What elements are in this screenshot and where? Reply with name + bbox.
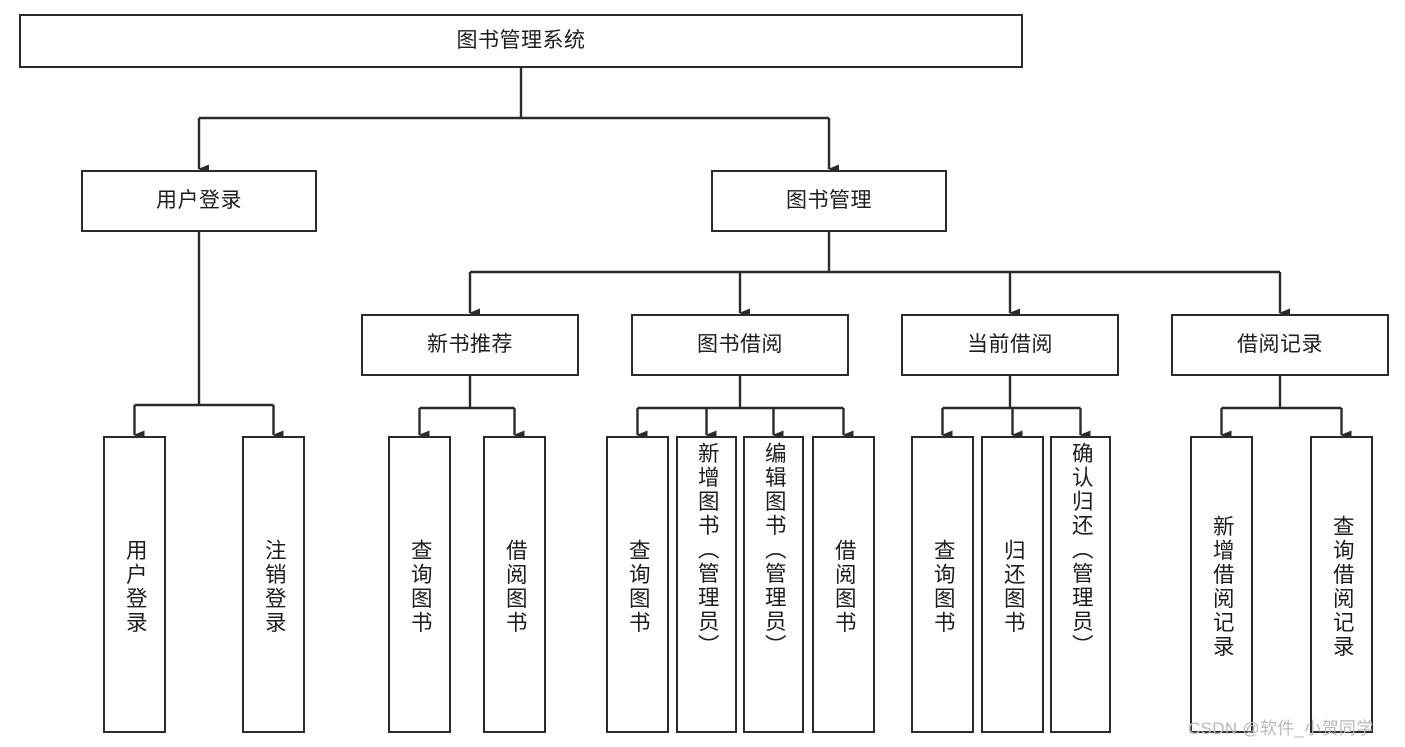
node-label-root: 图书管理系统 <box>456 28 586 52</box>
node-label-l2a: 新书推荐 <box>427 332 513 356</box>
node-label-leaf13: 查询借阅记录 <box>1330 514 1355 659</box>
node-label-l2d: 借阅记录 <box>1237 332 1323 356</box>
node-box-leaf1: 用户登录 <box>103 436 166 733</box>
node-box-leaf3: 查询图书 <box>388 436 451 733</box>
node-box-l1b: 图书管理 <box>711 170 947 232</box>
node-box-leaf12: 新增借阅记录 <box>1190 436 1253 733</box>
node-label-l2b: 图书借阅 <box>697 332 783 356</box>
node-box-root: 图书管理系统 <box>19 14 1023 68</box>
node-box-l2d: 借阅记录 <box>1171 314 1389 376</box>
node-box-l2a: 新书推荐 <box>361 314 579 376</box>
node-box-leaf13: 查询借阅记录 <box>1310 436 1373 733</box>
node-box-l2b: 图书借阅 <box>631 314 849 376</box>
node-box-l1a: 用户登录 <box>81 170 317 232</box>
node-label-leaf11: 确认归还（管理员） <box>1069 442 1094 658</box>
node-label-l1b: 图书管理 <box>786 188 872 212</box>
node-label-leaf7: 编辑图书（管理员） <box>762 442 787 658</box>
node-box-leaf6: 新增图书（管理员） <box>676 436 737 733</box>
node-label-leaf4: 借阅图书 <box>503 538 528 635</box>
node-label-leaf12: 新增借阅记录 <box>1210 514 1235 659</box>
node-label-leaf8: 借阅图书 <box>832 538 857 635</box>
node-label-leaf10: 归还图书 <box>1001 538 1026 635</box>
node-label-leaf5: 查询图书 <box>626 538 651 635</box>
node-box-leaf9: 查询图书 <box>911 436 974 733</box>
node-label-leaf3: 查询图书 <box>408 538 433 635</box>
node-box-leaf10: 归还图书 <box>981 436 1044 733</box>
node-label-leaf1: 用户登录 <box>123 538 148 635</box>
node-box-leaf11: 确认归还（管理员） <box>1050 436 1111 733</box>
watermark-text: CSDN @软件_小贺同学 <box>1188 719 1374 738</box>
node-box-leaf4: 借阅图书 <box>483 436 546 733</box>
node-label-l1a: 用户登录 <box>156 188 242 212</box>
node-label-l2c: 当前借阅 <box>967 332 1053 356</box>
node-label-leaf6: 新增图书（管理员） <box>695 442 720 658</box>
node-label-leaf9: 查询图书 <box>931 538 956 635</box>
node-box-leaf8: 借阅图书 <box>812 436 875 733</box>
node-box-leaf7: 编辑图书（管理员） <box>743 436 804 733</box>
node-box-leaf2: 注销登录 <box>242 436 305 733</box>
node-box-leaf5: 查询图书 <box>606 436 669 733</box>
node-label-leaf2: 注销登录 <box>262 538 287 635</box>
node-box-l2c: 当前借阅 <box>901 314 1119 376</box>
